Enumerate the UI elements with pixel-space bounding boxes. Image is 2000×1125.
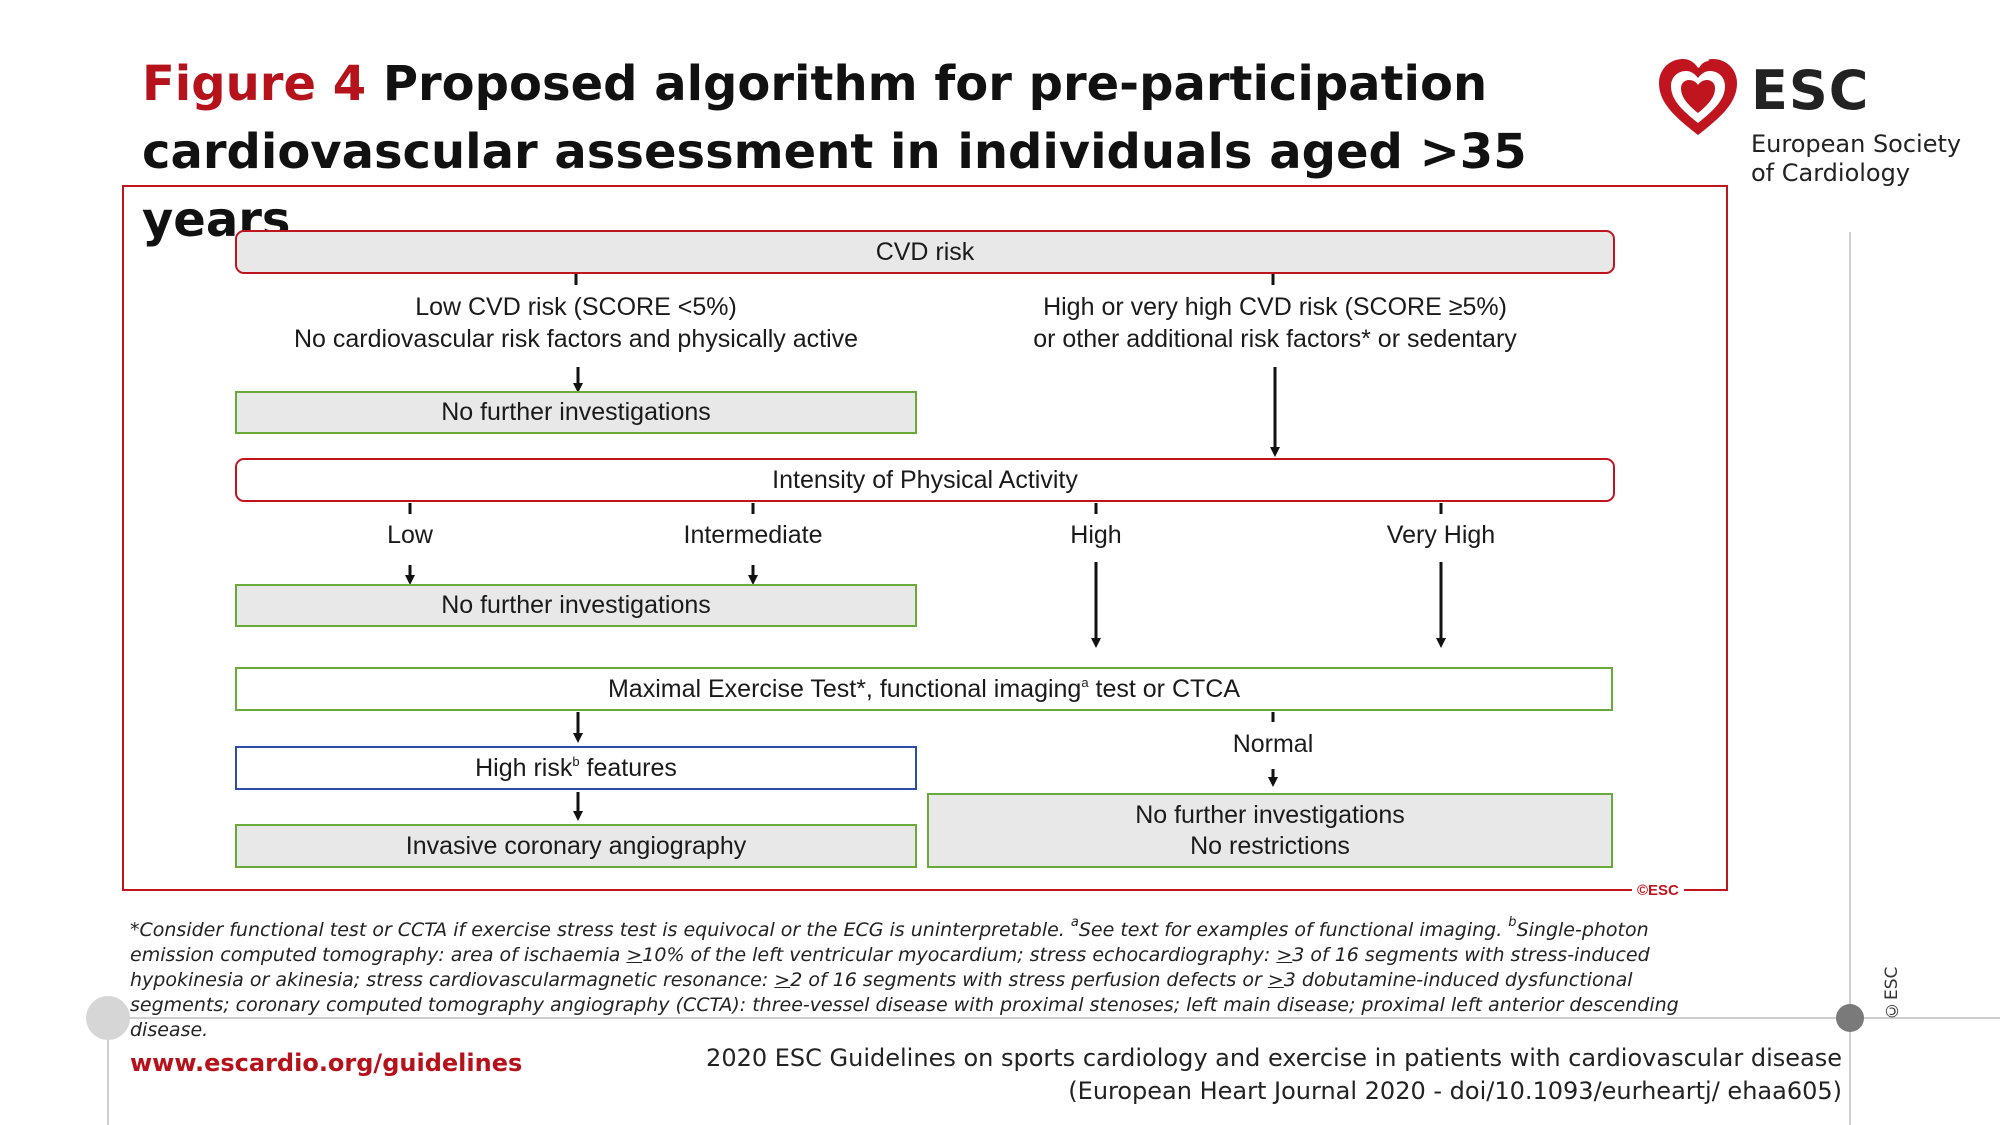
footnote: *Consider functional test or CCTA if exe…	[130, 915, 1720, 1043]
guidelines-link[interactable]: www.escardio.org/guidelines	[130, 1049, 523, 1077]
page-title: Figure 4 Proposed algorithm for pre-part…	[142, 50, 1642, 254]
figure-label: Figure 4	[142, 56, 367, 112]
citation-line1: 2020 ESC Guidelines on sports cardiology…	[706, 1044, 1842, 1072]
citation: 2020 ESC Guidelines on sports cardiology…	[706, 1042, 1842, 1108]
high-risk-line1: High or very high CVD risk (SCORE ≥5%)	[1043, 293, 1507, 321]
logo-acronym: ESC	[1751, 59, 1870, 122]
decor-dot-left	[86, 996, 130, 1040]
max-test-text-2: test or CTCA	[1088, 674, 1240, 703]
low-risk-line2: No cardiovascular risk factors and physi…	[293, 325, 859, 353]
normal-label: Normal	[1232, 730, 1314, 758]
intensity-intermediate: Intermediate	[683, 521, 823, 549]
high-risk-feat-text-1: High risk	[475, 753, 573, 782]
footnote-part2: See text for examples of functional imag…	[1078, 919, 1509, 941]
footnote-part3: Single-photon emission computed tomograp…	[130, 919, 1649, 966]
no-further-label-2: No further investigations	[441, 591, 711, 619]
no-further-label-1: No further investigations	[441, 398, 711, 426]
footnote-part5: 3 of 16 segments with stress-induced hyp…	[130, 944, 1650, 991]
high-risk-feat-sup: b	[572, 753, 580, 769]
no-restrictions-label: No restrictions	[1190, 831, 1350, 860]
footnote-part1: *Consider functional test or CCTA if exe…	[130, 919, 1071, 941]
high-risk-features-label: High riskb features	[475, 753, 677, 784]
no-further-investigations-box-1: No further investigations	[235, 391, 917, 434]
max-test-text-1: Maximal Exercise Test*, functional imagi…	[607, 674, 1082, 703]
figure-title: Proposed algorithm for pre-participation…	[142, 56, 1527, 248]
cvd-risk-label: CVD risk	[875, 237, 975, 266]
flowchart-frame	[122, 185, 1728, 891]
low-risk-label: Low CVD risk (SCORE <5%) No cardiovascul…	[276, 291, 876, 355]
maximal-exercise-test-box: Maximal Exercise Test*, functional imagi…	[235, 667, 1613, 711]
no-further-no-restrictions-box: No further investigations No restriction…	[927, 793, 1613, 868]
high-risk-line2: or other additional risk factors* or sed…	[1033, 325, 1517, 353]
intensity-high: High	[1070, 521, 1122, 549]
footnote-sup-b: b	[1508, 915, 1517, 930]
esc-heart-icon	[1659, 58, 1737, 135]
footnote-ge2: >	[1276, 944, 1293, 966]
citation-line2: (European Heart Journal 2020 - doi/10.10…	[1068, 1077, 1842, 1105]
esc-logo: ESC European Society of Cardiology	[1655, 55, 1961, 195]
logo-full-name: European Society of Cardiology	[1751, 130, 1962, 187]
footnote-ge4: >	[1267, 969, 1284, 991]
high-risk-features-box: High riskb features	[235, 746, 917, 790]
no-further-investigations-box-2: No further investigations	[235, 584, 917, 627]
side-copyright-mark: ©ESC	[1882, 966, 1902, 1020]
footnote-part7: 3 dobutamine-induced dysfunctional segme…	[130, 969, 1679, 1041]
footnote-part4: 10% of the left ventricular myocardium; …	[642, 944, 1277, 966]
footnote-ge3: >	[774, 969, 791, 991]
intensity-very-high: Very High	[1386, 521, 1496, 549]
cvd-risk-box: CVD risk	[235, 230, 1615, 274]
footnote-part6: 2 of 16 segments with stress perfusion d…	[790, 969, 1268, 991]
low-risk-line1: Low CVD risk (SCORE <5%)	[415, 293, 737, 321]
high-risk-feat-text-2: features	[579, 753, 677, 782]
invasive-coronary-angiography-box: Invasive coronary angiography	[235, 824, 917, 868]
intensity-label: Intensity of Physical Activity	[772, 465, 1078, 494]
copyright-mark: ©ESC	[1632, 881, 1684, 901]
intensity-box: Intensity of Physical Activity	[235, 458, 1615, 502]
max-test-sup: a	[1081, 674, 1089, 690]
intensity-low: Low	[387, 521, 433, 549]
invasive-label: Invasive coronary angiography	[405, 831, 747, 860]
footnote-ge1: >	[626, 944, 643, 966]
decor-dot-right	[1836, 1004, 1864, 1032]
high-risk-label: High or very high CVD risk (SCORE ≥5%) o…	[975, 291, 1575, 355]
no-further-label-3: No further investigations	[1135, 800, 1405, 829]
footnote-sup-a: a	[1070, 915, 1079, 930]
maximal-exercise-test-label: Maximal Exercise Test*, functional imagi…	[608, 674, 1240, 705]
